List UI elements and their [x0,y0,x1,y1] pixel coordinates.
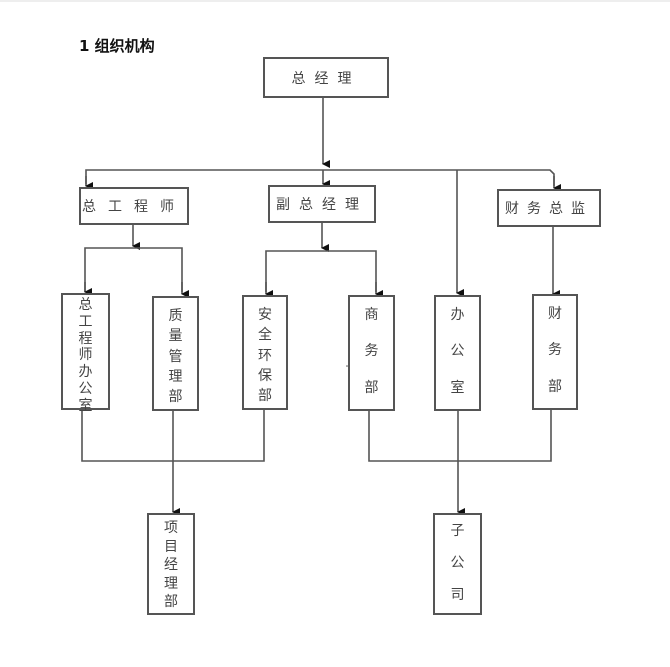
node-label: 总经理 [291,70,361,87]
node-subsidiary: 子公司 [433,513,482,615]
section-heading: 1 组织机构 [79,37,155,55]
node-finance-dept: 财务部 [532,294,578,410]
node-label: 安全环保部 [258,307,272,405]
node-quality-management-dept: 质量管理部 [152,296,199,411]
node-label: 质量管理部 [168,308,183,406]
node-project-manager-dept: 项目经理部 [147,513,195,615]
page-top-border [0,0,670,2]
node-label: 副总经理 [276,197,368,213]
node-label: 子公司 [450,523,465,604]
node-safety-env-dept: 安全环保部 [242,295,288,410]
connector-main-bus [85,169,555,186]
node-label: 商务部 [364,307,379,396]
node-label: 项目经理部 [164,520,178,611]
node-general-manager: 总经理 [263,57,389,98]
node-label: 总工程师办公室 [78,297,93,414]
node-chief-engineer-office: 总工程师办公室 [61,293,110,414]
node-label: 办公室 [450,307,465,396]
node-deputy-general-manager: 副总经理 [268,185,376,223]
node-label: 财务总监 [505,201,593,217]
node-chief-engineer: 总工程师 [79,187,189,225]
stray-dot [346,365,348,367]
node-office: 办公室 [434,295,481,411]
node-label: 总工程师 [82,199,186,215]
connector-right-merge [368,409,552,462]
node-finance-director: 财务总监 [497,189,601,227]
node-label: 财务部 [548,306,562,395]
node-business-dept: 商务部 [348,295,395,411]
connector-chief-engineer-branch [84,247,183,292]
connector-deputy-gm-branch [265,250,377,292]
